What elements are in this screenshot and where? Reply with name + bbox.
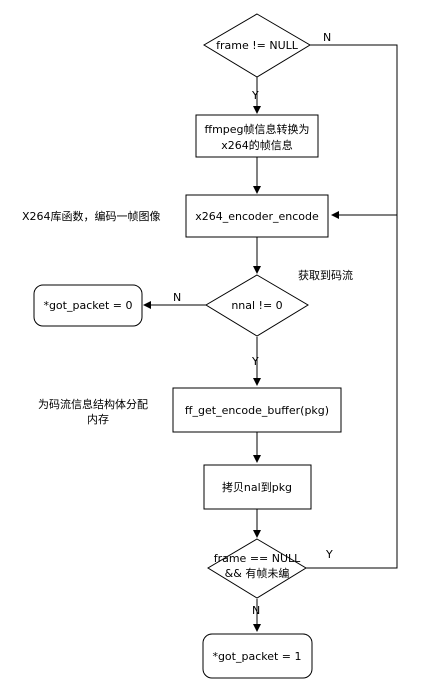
encode-process: x264_encoder_encode	[185, 194, 329, 238]
got-packet-one-terminal: *got_packet = 1	[202, 633, 313, 679]
loop-check-decision: frame == NULL && 有帧未编	[207, 538, 307, 599]
edge-label-frame-no: N	[323, 31, 331, 44]
frame-check-label: frame != NULL	[216, 39, 299, 52]
loop-check-label-line2: && 有帧未编	[225, 566, 290, 580]
nnal-check-decision: nnal != 0	[205, 274, 309, 337]
edge-loop-back	[306, 211, 398, 569]
convert-label-line2: x264的帧信息	[221, 138, 293, 152]
edge-label-nnal-no: N	[173, 291, 181, 304]
annotation-get-stream: 获取到码流	[298, 268, 353, 282]
edge-label-loop-yes: Y	[325, 548, 333, 561]
loop-check-label-line1: frame == NULL	[214, 552, 301, 565]
annotation-alloc-line2: 内存	[87, 412, 109, 426]
edge-label-nnal-yes: Y	[251, 355, 259, 368]
edge-label-frame-yes: Y	[251, 89, 259, 102]
get-buffer-label: ff_get_encode_buffer(pkg)	[185, 404, 329, 417]
edge-label-loop-no: N	[252, 604, 260, 617]
nnal-check-label: nnal != 0	[231, 299, 282, 312]
encode-label: x264_encoder_encode	[195, 210, 319, 223]
convert-label-line1: ffmpeg帧信息转换为	[204, 122, 309, 136]
convert-process: ffmpeg帧信息转换为 x264的帧信息	[195, 114, 319, 158]
copy-process: 拷贝nal到pkg	[203, 464, 312, 510]
got-packet-zero-terminal: *got_packet = 0	[33, 284, 143, 327]
frame-check-decision: frame != NULL	[203, 13, 311, 78]
get-buffer-process: ff_get_encode_buffer(pkg)	[172, 387, 342, 433]
got-packet-one-label: *got_packet = 1	[212, 650, 301, 663]
annotation-x264-call: X264库函数，编码一帧图像	[22, 209, 161, 223]
annotation-alloc-line1: 为码流信息结构体分配	[38, 397, 148, 411]
copy-label: 拷贝nal到pkg	[222, 480, 292, 494]
got-packet-zero-label: *got_packet = 0	[43, 299, 132, 312]
edge-frame-no-bypass	[310, 44, 398, 215]
